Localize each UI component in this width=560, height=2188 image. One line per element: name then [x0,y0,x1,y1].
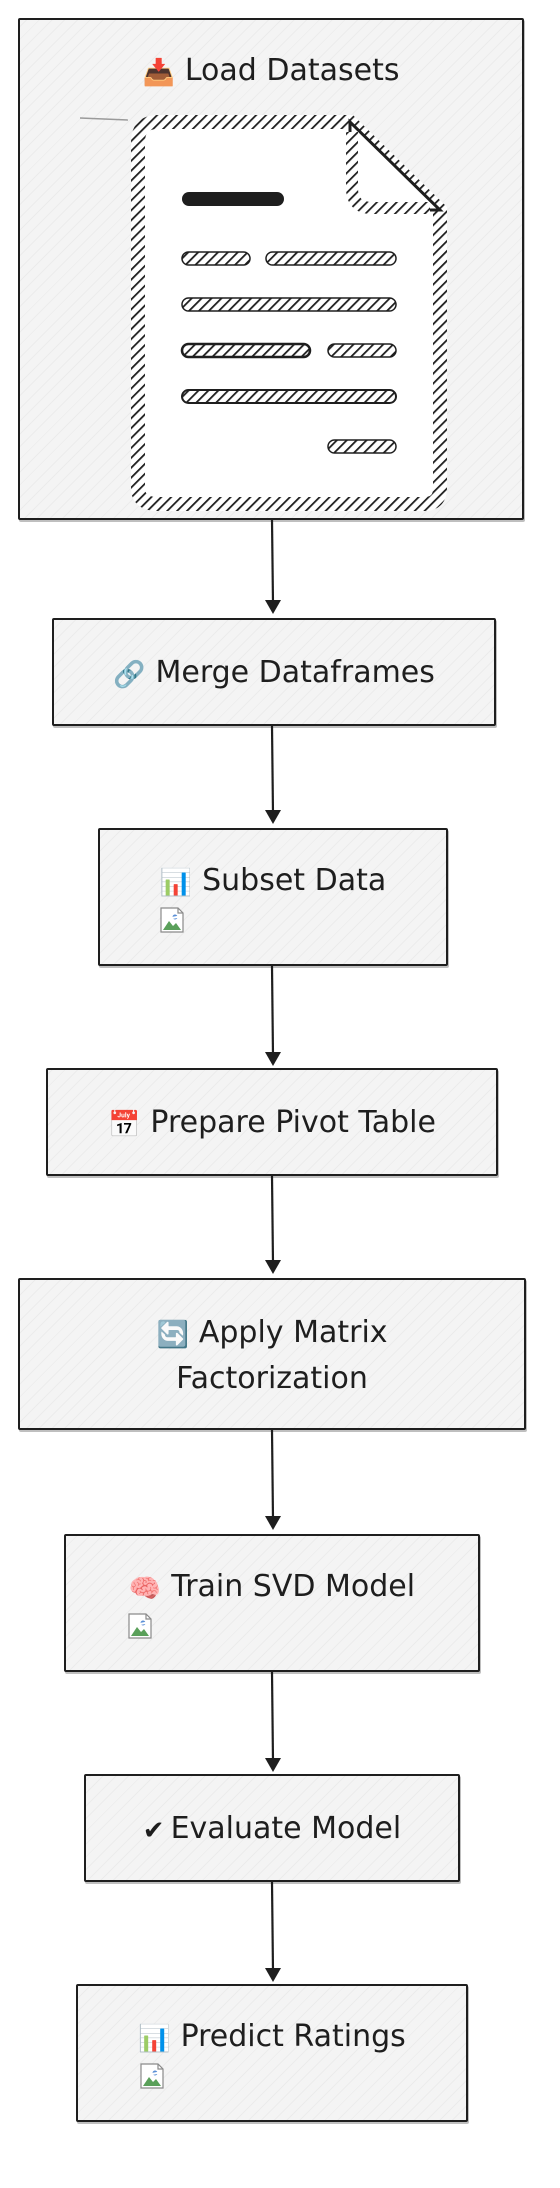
bar-chart-icon: 📊 [138,2024,171,2054]
calendar-icon: 📅 [108,1110,141,1140]
arrow-merge-to-subset [265,726,281,824]
node-load-datasets[interactable]: 📥 Load Datasets [18,18,524,520]
node-merge-dataframes[interactable]: 🔗 Merge Dataframes [52,618,496,726]
broken-image-icon [128,1613,152,1639]
arrow-load-to-merge [265,520,281,614]
inbox-tray-icon: 📥 [142,58,175,88]
arrow-subset-to-pivot [265,966,281,1066]
node-load-datasets-title: 📥 Load Datasets [20,48,522,96]
arrow-train-to-evaluate [265,1672,281,1772]
check-mark-icon: ✔ [142,1816,165,1846]
node-apply-matrix-factorization[interactable]: 🔄 Apply Matrix Factorization [18,1278,526,1430]
node-subset-data-title: 📊 Subset Data [100,858,446,906]
node-prepare-pivot-table[interactable]: 📅 Prepare Pivot Table [46,1068,498,1176]
document-icon [80,115,447,511]
link-icon: 🔗 [113,660,146,690]
node-apply-matrix-factorization-title: 🔄 Apply Matrix [20,1310,524,1358]
node-evaluate-model[interactable]: ✔Evaluate Model [84,1774,460,1882]
node-merge-dataframes-label: Merge Dataframes [155,655,435,690]
node-train-svd-model-label: Train SVD Model [171,1569,416,1604]
node-apply-matrix-factorization-label-line2: Factorization [176,1361,368,1396]
node-evaluate-model-title: ✔Evaluate Model [86,1806,458,1854]
node-load-datasets-label: Load Datasets [184,53,400,88]
brain-icon: 🧠 [128,1574,162,1604]
node-predict-ratings[interactable]: 📊 Predict Ratings [76,1984,468,2122]
broken-image-icon [140,2063,164,2089]
arrow-pivot-to-matrix [265,1176,281,1274]
broken-image-icon [160,907,184,933]
refresh-icon: 🔄 [156,1320,189,1350]
bar-chart-icon: 📊 [159,868,193,898]
node-prepare-pivot-table-label: Prepare Pivot Table [150,1105,436,1140]
node-predict-ratings-label: Predict Ratings [180,2019,406,2054]
node-train-svd-model-title: 🧠 Train SVD Model [66,1564,478,1612]
node-merge-dataframes-title: 🔗 Merge Dataframes [54,650,494,698]
arrow-evaluate-to-predict [265,1882,281,1982]
node-predict-ratings-title: 📊 Predict Ratings [78,2014,466,2062]
node-evaluate-model-label: Evaluate Model [170,1811,402,1846]
node-train-svd-model[interactable]: 🧠 Train SVD Model [64,1534,480,1672]
node-subset-data[interactable]: 📊 Subset Data [98,828,448,966]
node-subset-data-label: Subset Data [202,863,387,898]
node-apply-matrix-factorization-label-line1: Apply Matrix [198,1315,388,1350]
node-apply-matrix-factorization-line2: Factorization [20,1356,524,1402]
arrow-matrix-to-train [265,1430,281,1530]
node-prepare-pivot-table-title: 📅 Prepare Pivot Table [48,1100,496,1148]
